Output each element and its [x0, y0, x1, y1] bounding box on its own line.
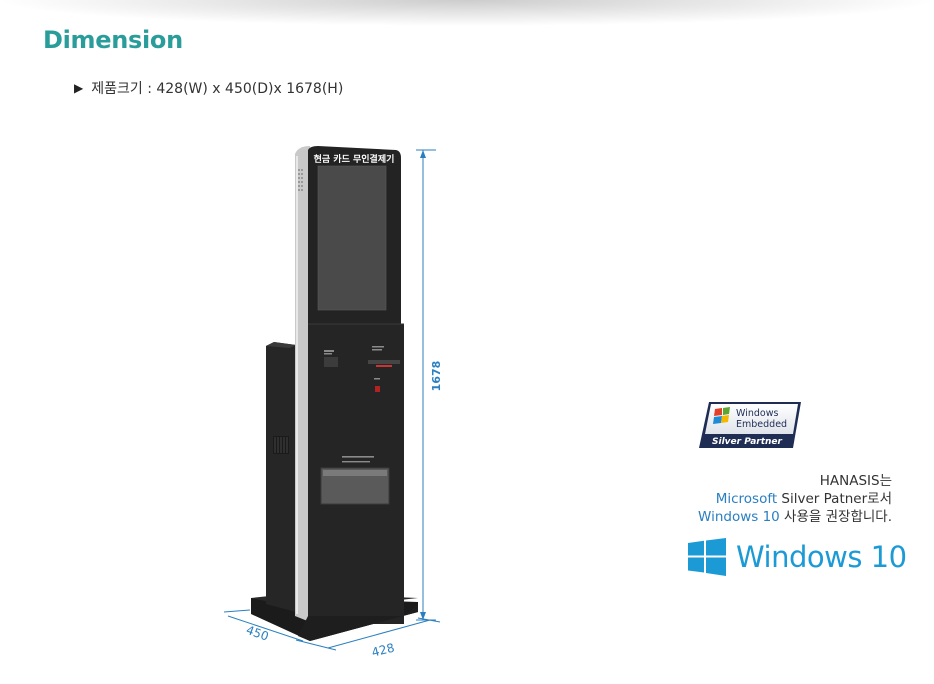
kiosk-rear-body — [266, 342, 296, 612]
badge-line2: Embedded — [736, 419, 787, 430]
partner-notes: HANASIS는 Microsoft Silver Patner로서 Windo… — [698, 472, 892, 526]
kiosk-side-panel — [295, 146, 310, 622]
kiosk-rear-top — [266, 342, 296, 348]
width-dimension — [315, 617, 441, 651]
page-title: Dimension — [43, 26, 183, 54]
top-shadow — [0, 0, 934, 28]
notes-line3: Windows 10 사용을 권장합니다. — [698, 508, 892, 526]
depth-label: 450 — [244, 623, 270, 644]
windows-flag-icon — [713, 407, 730, 424]
depth-dimension — [223, 609, 317, 646]
side-speaker-icon — [298, 169, 303, 191]
kiosk-illustration: 현금 카드 무인결제기 1678 4 — [223, 146, 443, 660]
cash-slot — [368, 346, 400, 367]
notes-line2-rest: Silver Patner로서 — [777, 491, 892, 507]
height-label: 1678 — [430, 361, 443, 392]
kiosk-button — [374, 378, 380, 392]
badge-line3: Silver Partner — [712, 437, 783, 447]
windows-embedded-silver-partner-badge: Windows Embedded Silver Partner — [699, 402, 801, 448]
windows-10-logo: Windows 10 — [688, 538, 907, 576]
notes-microsoft: Microsoft — [715, 491, 778, 507]
spec-line: ▶ 제품크기 : 428(W) x 450(D)x 1678(H) — [74, 78, 343, 98]
windows-10-text: Windows 10 — [736, 540, 907, 574]
windows-logo-icon — [688, 538, 726, 576]
kiosk-header-text: 현금 카드 무인결제기 — [314, 153, 395, 165]
receipt-label-lines — [342, 456, 374, 463]
bullet-triangle-icon: ▶ — [74, 81, 84, 95]
notes-line3-rest: 사용을 권장합니다. — [779, 509, 892, 525]
kiosk-screen — [317, 165, 387, 311]
notes-windows10: Windows 10 — [698, 509, 780, 525]
spec-text: 제품크기 : 428(W) x 450(D)x 1678(H) — [91, 81, 344, 97]
notes-line1: HANASIS는 — [819, 473, 892, 489]
badge-line1: Windows — [736, 408, 778, 419]
notes-line2: Microsoft Silver Patner로서 — [698, 490, 892, 508]
card-reader — [324, 350, 338, 367]
height-dimension — [416, 149, 436, 621]
rear-vent-icon — [273, 436, 289, 454]
width-label: 428 — [370, 641, 396, 660]
